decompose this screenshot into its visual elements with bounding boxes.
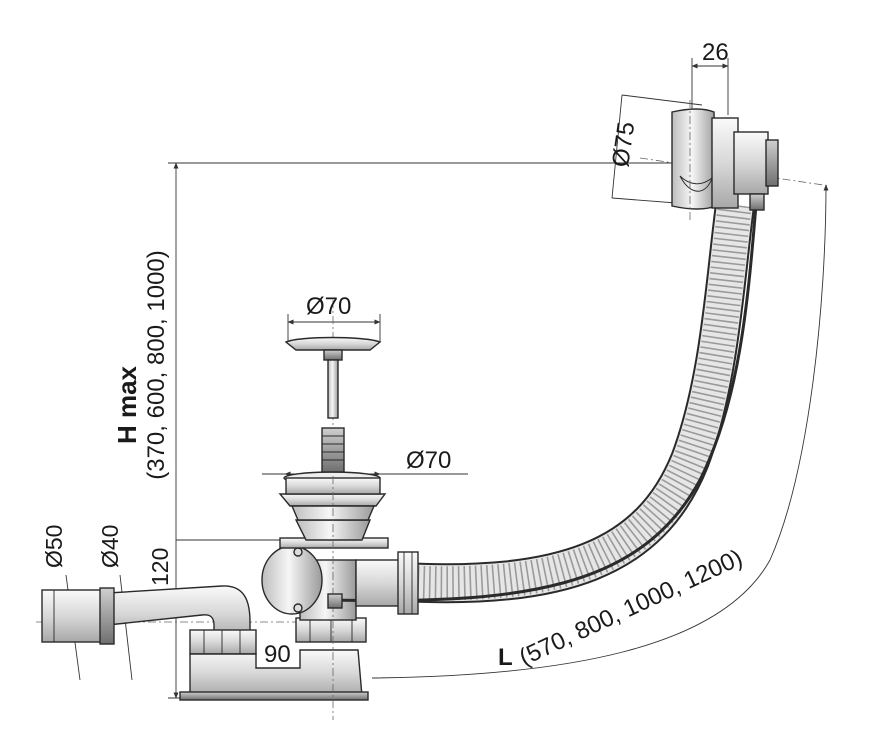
flexible-hose <box>327 202 758 615</box>
outlet-pipe <box>36 585 340 645</box>
h-max-values: (370, 600, 800, 1000) <box>143 250 170 480</box>
overflow-head <box>671 100 779 222</box>
h-max-title: H max <box>112 365 142 444</box>
plug-and-spindle <box>284 300 382 720</box>
trap-height-label: 120 <box>147 548 173 586</box>
plug-diameter-label: Ø70 <box>306 293 351 320</box>
trap-body <box>179 471 389 701</box>
length-title: L <box>498 644 513 671</box>
outlet-outer-diameter-label: Ø50 <box>41 525 67 568</box>
overflow-depth-label: 26 <box>702 39 729 66</box>
drain-diameter-label: Ø70 <box>406 447 451 474</box>
trap-offset-label: 90 <box>264 641 291 668</box>
outlet-inner-diameter-label: Ø40 <box>97 525 123 568</box>
overflow-diameter-label: Ø75 <box>607 120 640 169</box>
